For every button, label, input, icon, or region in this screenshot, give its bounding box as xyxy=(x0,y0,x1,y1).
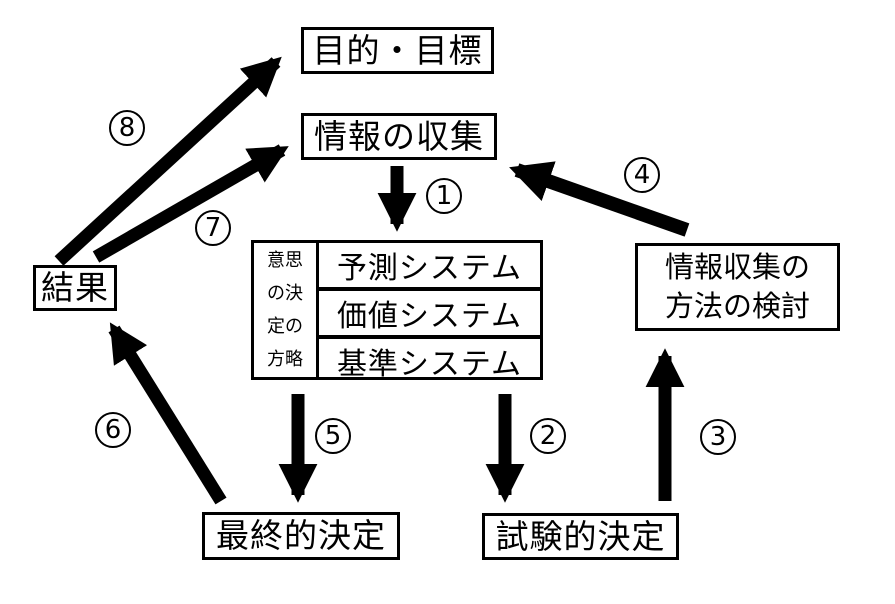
arrow-label-1-digit: 1 xyxy=(435,181,453,211)
arrow-label-3-digit: 3 xyxy=(709,422,727,452)
arrow-label-8-digit: 8 xyxy=(118,113,136,143)
strategy-header-label: 意思の決定の方略 xyxy=(267,250,303,370)
node-final-decision: 最終的決定 xyxy=(202,512,400,560)
arrow-label-6: 6 xyxy=(95,412,131,448)
system-row-criteria-label: 基準システム xyxy=(336,347,523,382)
arrow-label-4: 4 xyxy=(624,157,660,193)
node-info-collection: 情報の収集 xyxy=(301,113,497,160)
arrow-8-result-to-goals xyxy=(54,56,282,266)
arrow-label-2: 2 xyxy=(530,418,566,454)
node-goals-label: 目的・目標 xyxy=(312,30,483,70)
arrow-label-5-digit: 5 xyxy=(324,421,342,451)
arrow-label-1: 1 xyxy=(426,178,462,214)
node-result-label: 結果 xyxy=(41,268,109,308)
arrow-label-5: 5 xyxy=(315,418,351,454)
strategy-system-rows: 予測システム 価値システム 基準システム xyxy=(319,243,540,382)
arrow-label-2-digit: 2 xyxy=(539,421,557,451)
arrow-label-8: 8 xyxy=(109,110,145,146)
strategy-table: 意思の決定の方略 予測システム 価値システム 基準システム xyxy=(251,240,543,382)
arrow-label-7: 7 xyxy=(195,210,231,246)
node-trial-decision: 試験的決定 xyxy=(482,513,679,560)
arrow-7-result-to-info xyxy=(92,144,289,263)
node-trial-decision-label: 試験的決定 xyxy=(495,516,666,556)
node-final-decision-label: 最終的決定 xyxy=(216,516,386,556)
arrow-4-method-to-info xyxy=(509,161,690,237)
strategy-header-cell: 意思の決定の方略 xyxy=(254,243,319,377)
arrow-label-7-digit: 7 xyxy=(204,213,222,243)
node-result: 結果 xyxy=(33,265,117,311)
node-goals: 目的・目標 xyxy=(301,27,494,74)
node-method-review-label: 情報収集の方法の検討 xyxy=(664,249,810,323)
node-method-review: 情報収集の方法の検討 xyxy=(635,243,840,331)
arrow-label-3: 3 xyxy=(700,419,736,455)
system-row-value: 価値システム xyxy=(319,291,540,339)
system-row-prediction: 予測システム xyxy=(319,243,540,291)
node-info-collection-label: 情報の収集 xyxy=(314,116,484,156)
system-row-value-label: 価値システム xyxy=(336,299,523,334)
arrow-label-6-digit: 6 xyxy=(104,415,122,445)
arrow-6-final-to-result xyxy=(108,322,227,505)
arrow-label-4-digit: 4 xyxy=(633,160,651,190)
system-row-prediction-label: 予測システム xyxy=(336,251,523,286)
system-row-criteria: 基準システム xyxy=(319,339,540,383)
